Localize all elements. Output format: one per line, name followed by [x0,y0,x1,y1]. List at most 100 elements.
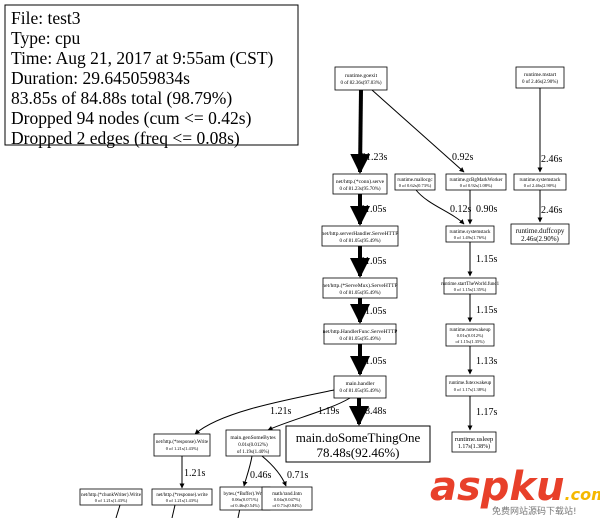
node-goexit[interactable]: runtime.goexit 0 of 82.36s(97.03%) [334,66,388,91]
node-futexwakeup[interactable]: runtime.futexwakeup 0 of 1.17s(1.38%) [445,375,495,397]
node-systemstack-2[interactable]: runtime.systemstack 0 of 2.46s(2.90%) [513,173,567,191]
legend-dropped-edges: Dropped 2 edges (freq <= 0.08s) [11,128,240,148]
edge-label-goexit-serve: 81.23s [361,152,388,163]
node-response-write-stat: 0 of 1.21s(1.43%) [166,446,199,451]
legend-duration: Duration: 29.645059834s [11,68,190,88]
edge-label-malloc-sys: 0.12s [450,204,472,215]
edge-gen-rand [261,455,287,487]
edge-goexit-serve [350,89,371,174]
node-response-write2-name: net/http.(*response).write [156,493,208,498]
node-response-write-name: net/http.(*response).Write [156,440,209,445]
node-starttheworld[interactable]: runtime.startTheWorld.func1 0 of 1.15s(1… [441,277,500,295]
watermark-subtitle: 免费网站源码下载站! [492,505,577,517]
node-gensomebytes-name: main.genSomeBytes [230,435,275,441]
node-conn-serve-stat: 0 of 81.23s(95.70%) [339,187,380,192]
node-rand-intn-stat: 0.04s(0.047%) [274,497,301,502]
node-starttheworld-stat: 0 of 1.15s(1.35%) [454,287,487,292]
node-chunkwriter[interactable]: net/http.(*chunkWriter).Write 0 of 1.21s… [79,488,143,506]
node-servemux[interactable]: net/http.(*ServeMux).ServeHTTP 0 of 81.0… [322,277,398,299]
node-dosomethingone[interactable]: main.doSomeThingOne 78.48s(92.46%) [285,425,431,463]
node-chunkwriter-name: net/http.(*chunkWriter).Write [81,493,142,498]
node-goexit-stat: 0 of 82.36s(97.03%) [340,81,381,86]
edge-label-hf-mh: 81.05s [360,356,387,367]
node-bytes-buffer-write-stat2: of 0.46s(0.54%) [230,503,260,508]
edge-malloc-sys [415,189,465,225]
edge-mh-gen [267,397,351,431]
node-handlerfunc[interactable]: net/http.HandlerFunc.ServeHTTP 0 of 81.0… [323,323,398,345]
node-futexwakeup-name: runtime.futexwakeup [449,381,492,386]
node-mallocgc-name: runtime.mallocgc [397,178,433,183]
edge-label-rw-cw: 1.21s [184,468,206,479]
edge-label-mh-rw: 1.21s [270,406,292,417]
legend-type: Type: cpu [11,28,80,48]
node-mallocgc[interactable]: runtime.mallocgc 0 of 0.62s(0.73%) [394,173,436,191]
node-rand-intn-stat2: of 0.71s(0.84%) [272,503,302,508]
node-response-write2-stat: 0 of 1.21s(1.43%) [166,498,199,503]
node-serverhandler[interactable]: net/http.serverHandler.ServeHTTP 0 of 81… [321,225,399,247]
node-servemux-name: net/http.(*ServeMux).ServeHTTP [322,282,397,289]
edge-label-futex-usleep: 1.17s [476,407,498,418]
node-mstart-name: runtime.mstart [524,72,557,78]
node-handlerfunc-name: net/http.HandlerFunc.ServeHTTP [323,329,398,335]
node-dosomethingone-name: main.doSomeThingOne [296,430,421,445]
edge-label-mstart-sys2: 2.46s [541,154,563,165]
node-gensomebytes-stat: 0.01s(0.012%) [238,443,268,448]
legend-total: 83.85s of 84.88s total (98.79%) [11,88,232,108]
edge-gen-bytes [242,455,253,487]
node-main-handler-name: main.handler [346,381,375,387]
edge-label-serve-sh: 81.05s [360,204,387,215]
watermark-main-text: aspku [430,464,565,510]
node-systemstack-stat: 0 of 1.49s(1.76%) [454,235,487,240]
node-duffcopy[interactable]: runtime.duffcopy 2.46s(2.90%) [510,223,570,245]
node-mstart[interactable]: runtime.mstart 0 of 2.46s(2.90%) [515,66,565,89]
legend-time: Time: Aug 21, 2017 at 9:55am (CST) [11,48,274,68]
node-goexit-name: runtime.goexit [345,73,378,79]
node-usleep[interactable]: runtime.usleep 1.17s(1.38%) [451,431,497,453]
edge-label-mh-gen: 1.19s [318,406,340,417]
node-systemstack-2-stat: 0 of 2.46s(2.90%) [524,183,557,188]
node-mstart-stat: 0 of 2.46s(2.90%) [522,80,558,85]
node-response-write2[interactable]: net/http.(*response).write 0 of 1.21s(1.… [151,488,213,506]
node-main-handler[interactable]: main.handler 0 of 81.05s(95.49%) [333,375,387,399]
node-rand-intn[interactable]: math/rand.Intn 0.04s(0.047%) of 0.71s(0.… [261,486,313,511]
node-gensomebytes[interactable]: main.genSomeBytes 0.01s(0.012%) of 1.19s… [225,429,281,457]
edge-label-gc-sys: 0.90s [476,204,498,215]
node-duffcopy-name: runtime.duffcopy [516,227,565,235]
node-gcbgmarkworker[interactable]: runtime.gcBgMarkWorker 0 of 0.92s(1.08%) [445,173,507,191]
edge-label-sys2-duff: 2.46s [541,205,563,216]
edge-label-gen-rand: 0.71s [287,470,309,481]
edge-label-goexit-gc: 0.92s [452,152,474,163]
edge-label-sys-stw: 1.15s [476,254,498,265]
edges: 81.23s 0.92s 81.05s 81.05s 81.05s 81.05s… [115,88,563,518]
edge-mh-rw [194,389,335,435]
node-notewakeup-stat2: of 1.15s(1.35%) [455,339,485,344]
node-systemstack-name: runtime.systemstack [450,230,491,235]
edge-label-sh-mux: 81.05s [360,256,387,267]
edge-stub-2 [171,504,176,518]
edge-goexit-gc [371,89,465,173]
node-response-write[interactable]: net/http.(*response).Write 0 of 1.21s(1.… [153,433,211,457]
legend-box: File: test3 Type: cpu Time: Aug 21, 2017… [4,4,299,148]
node-starttheworld-name: runtime.startTheWorld.func1 [441,282,500,287]
edge-stub-1 [115,504,121,518]
node-gcbgmarkworker-stat: 0 of 0.92s(1.08%) [460,183,493,188]
nodes: runtime.goexit 0 of 82.36s(97.03%) runti… [79,66,570,511]
node-futexwakeup-stat: 0 of 1.17s(1.38%) [454,387,487,392]
node-usleep-stat: 1.17s(1.38%) [458,443,490,450]
node-conn-serve-name: net/http.(*conn).serve [336,178,385,185]
node-serverhandler-name: net/http.serverHandler.ServeHTTP [322,231,399,237]
node-notewakeup[interactable]: runtime.notewakeup 0.01s(0.012%) of 1.15… [445,323,495,347]
watermark-text: aspku.com [430,464,600,510]
node-gcbgmarkworker-name: runtime.gcBgMarkWorker [449,178,502,183]
node-systemstack[interactable]: runtime.systemstack 0 of 1.49s(1.76%) [445,225,495,243]
node-bytes-buffer-write-name: bytes.(*Buffer).Write [223,492,267,497]
node-serverhandler-stat: 0 of 81.05s(95.49%) [339,239,380,244]
watermark-logo: aspku.com 免费网站源码下载站! [430,464,600,517]
node-duffcopy-stat: 2.46s(2.90%) [521,235,559,243]
node-notewakeup-name: runtime.notewakeup [450,328,491,333]
node-conn-serve[interactable]: net/http.(*conn).serve 0 of 81.23s(95.70… [332,173,388,195]
node-handlerfunc-stat: 0 of 81.05s(95.49%) [339,337,380,342]
edge-label-stw-note: 1.15s [476,305,498,316]
edge-label-note-futex: 1.13s [476,356,498,367]
